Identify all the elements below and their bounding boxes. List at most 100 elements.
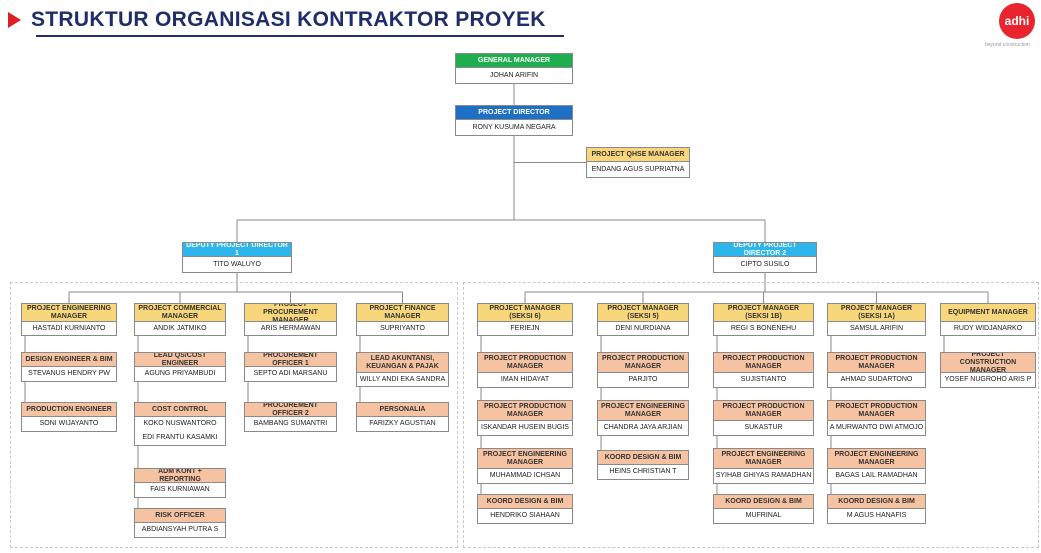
- person-name: SEPTO ADI MARSANU: [245, 367, 336, 381]
- person-name: RUDY WIDJANARKO: [941, 322, 1035, 335]
- position-title: PROJECT ENGINEERING MANAGER: [714, 449, 813, 469]
- person-name: KOKO NUSWANTORO: [135, 417, 225, 431]
- person-name: STEVANUS HENDRY PW: [22, 367, 116, 381]
- person-name: AHMAD SUDARTONO: [828, 373, 925, 387]
- person-name: JOHAN ARIFIN: [456, 68, 572, 83]
- person-name: REGI S BONENEHU: [714, 322, 813, 335]
- position-title: PROJECT MANAGER (SEKSI 1B): [714, 304, 813, 322]
- right-division-frame: [463, 282, 1039, 548]
- title-arrow-icon: [8, 12, 21, 28]
- logo-tagline: beyond construction: [985, 42, 1030, 48]
- logo-text: adhi: [1004, 14, 1030, 28]
- position-title: PROJECT PROCUREMENT MANAGER: [245, 304, 336, 322]
- person-name: SUPRIYANTO: [357, 322, 448, 335]
- person-name: FAIS KURNIAWAN: [135, 483, 225, 497]
- left-division-frame: [10, 282, 458, 548]
- position-title: KOORD DESIGN & BIM: [478, 495, 572, 509]
- position-title: PROCUREMENT OFFICER 2: [245, 403, 336, 417]
- person-name: EDI FRANTU KASAMKI: [135, 431, 225, 445]
- person-name: PARJITO: [598, 373, 688, 387]
- position-title: PROJECT PRODUCTION MANAGER: [714, 353, 813, 373]
- position-title: DEPUTY PROJECT DIRECTOR 2: [714, 243, 816, 257]
- position-title: PROJECT QHSE MANAGER: [587, 148, 689, 162]
- position-title: GENERAL MANAGER: [456, 54, 572, 68]
- person-name: ABDIANSYAH PUTRA S: [135, 523, 225, 537]
- person-name: BAMBANG SUMANTRI: [245, 417, 336, 431]
- position-title: KOORD DESIGN & BIM: [714, 495, 813, 509]
- position-title: KOORD DESIGN & BIM: [828, 495, 925, 509]
- person-name: SONI WIJAYANTO: [22, 417, 116, 431]
- position-title: RISK OFFICER: [135, 509, 225, 523]
- org-box-project-manager-seksi-1b: PROJECT MANAGER (SEKSI 1B)REGI S BONENEH…: [713, 303, 814, 336]
- person-name: YOSEF NUGROHO ARIS P: [941, 373, 1035, 387]
- title-underline: [36, 35, 564, 37]
- org-box-project-manager-seksi-1a: PROJECT MANAGER (SEKSI 1A)SAMSUL ARIFIN: [827, 303, 926, 336]
- company-logo: adhi: [999, 3, 1035, 39]
- page-header: STRUKTUR ORGANISASI KONTRAKTOR PROYEK: [8, 5, 546, 35]
- person-name: SAMSUL ARIFIN: [828, 322, 925, 335]
- person-name: IMAN HIDAYAT: [478, 373, 572, 387]
- position-title: ADM KONT + REPORTING: [135, 469, 225, 483]
- position-title: PROJECT ENGINEERING MANAGER: [478, 449, 572, 469]
- position-title: LEAD QS/COST ENGINEER: [135, 353, 225, 367]
- position-title: PROJECT MANAGER (SEKSI 6): [478, 304, 572, 322]
- person-name: TITO WALUYO: [183, 257, 291, 272]
- page-title: STRUKTUR ORGANISASI KONTRAKTOR PROYEK: [31, 8, 546, 31]
- person-name: FARIZKY AGUSTIAN: [357, 417, 448, 431]
- position-title: PROJECT FINANCE MANAGER: [357, 304, 448, 322]
- position-title: PROJECT PRODUCTION MANAGER: [828, 401, 925, 421]
- position-title: LEAD AKUNTANSI, KEUANGAN & PAJAK: [357, 353, 448, 373]
- person-name: ANDIK JATMIKO: [135, 322, 225, 335]
- person-name: SYIHAB GHIYAS RAMADHAN: [714, 469, 813, 483]
- position-title: PROJECT CONSTRUCTION MANAGER: [941, 353, 1035, 373]
- position-title: DEPUTY PROJECT DIRECTOR 1: [183, 243, 291, 257]
- person-name: WILLY ANDI EKA SANDRA: [357, 373, 448, 386]
- position-title: PROJECT PRODUCTION MANAGER: [598, 353, 688, 373]
- person-name: SUJISTIANTO: [714, 373, 813, 387]
- position-title: COST CONTROL: [135, 403, 225, 417]
- person-name: FERIEJN: [478, 322, 572, 335]
- org-box-project-manager-seksi-6: PROJECT MANAGER (SEKSI 6)FERIEJN: [477, 303, 573, 336]
- position-title: KOORD DESIGN & BIM: [598, 451, 688, 465]
- person-name: CIPTO SUSILO: [714, 257, 816, 272]
- person-name: BAGAS LAIL RAMADHAN: [828, 469, 925, 483]
- person-name: MUFRINAL: [714, 509, 813, 523]
- org-box-project-manager-seksi-5: PROJECT MANAGER (SEKSI 5)DENI NURDIANA: [597, 303, 689, 336]
- person-name: HENDRIKO SIAHAAN: [478, 509, 572, 523]
- position-title: PROJECT ENGINEERING MANAGER: [598, 401, 688, 421]
- person-name: AGUNG PRIYAMBUDI: [135, 367, 225, 381]
- person-name: HEINS CHRISTIAN T: [598, 465, 688, 479]
- person-name: ENDANG AGUS SUPRIATNA: [587, 162, 689, 177]
- position-title: PROCUREMENT OFFICER 1: [245, 353, 336, 367]
- person-name: SUKASTUR: [714, 421, 813, 435]
- position-title: DESIGN ENGINEER & BIM: [22, 353, 116, 367]
- position-title: PROJECT ENGINEERING MANAGER: [22, 304, 116, 322]
- person-name: ISKANDAR HUSEIN BUGIS: [478, 421, 572, 435]
- position-title: PROJECT MANAGER (SEKSI 1A): [828, 304, 925, 322]
- person-name: HASTADI KURNIANTO: [22, 322, 116, 335]
